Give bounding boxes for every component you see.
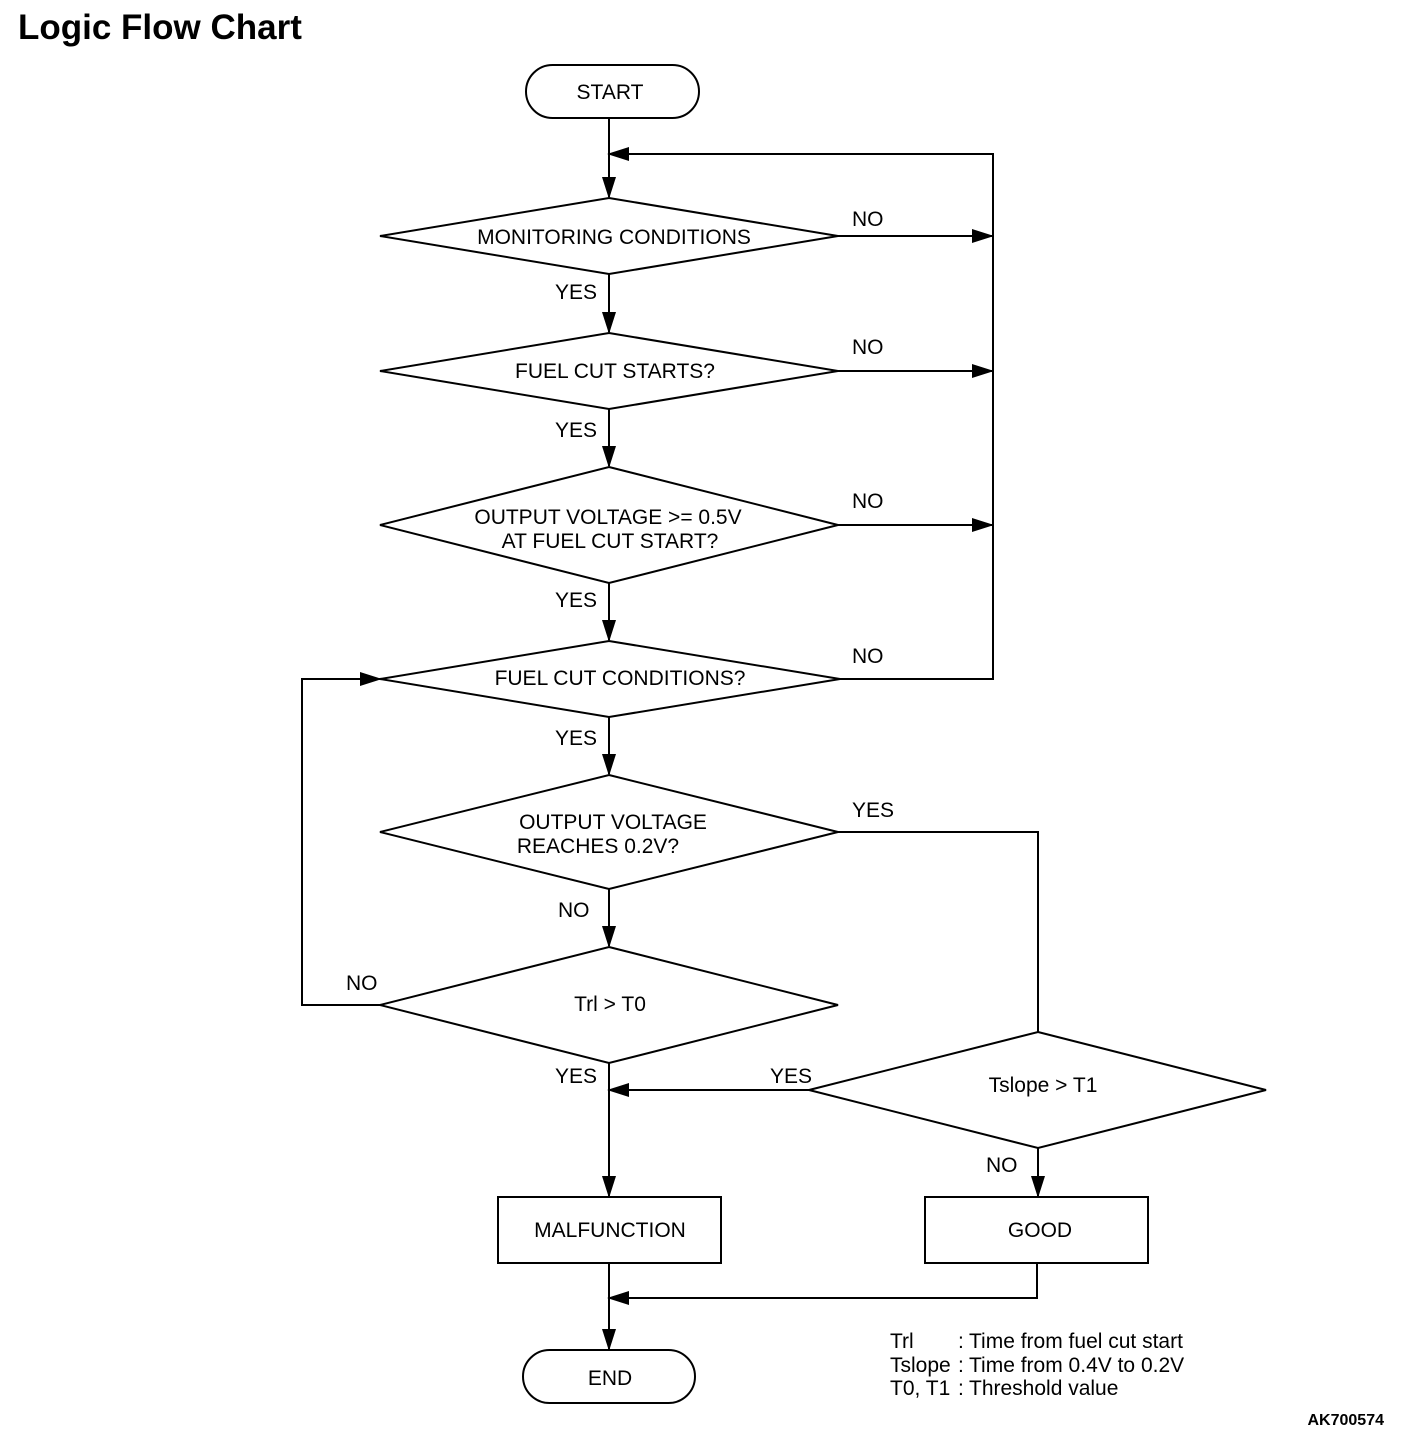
decision-monitoring-conditions: MONITORING CONDITIONS: [379, 196, 839, 276]
legend-separator: :: [958, 1377, 964, 1400]
figure-id: AK700574: [1307, 1412, 1385, 1429]
d7-no-label: NO: [986, 1154, 1018, 1177]
legend-term: Trl: [890, 1330, 914, 1353]
trl-t0-label: Trl > T0: [574, 993, 646, 1016]
reaches-02-line1: OUTPUT VOLTAGE: [519, 811, 707, 834]
d2-yes-label: YES: [555, 419, 597, 442]
d5-yes-label: YES: [852, 799, 894, 822]
legend: Trl : Time from fuel cut start Tslope : …: [890, 1330, 1184, 1400]
end-terminal: END: [522, 1349, 696, 1404]
monitoring-label: MONITORING CONDITIONS: [477, 226, 751, 249]
d7-yes-label: YES: [770, 1065, 812, 1088]
decision-output-voltage-0-5v: OUTPUT VOLTAGE >= 0.5V AT FUEL CUT START…: [379, 465, 839, 585]
d2-no-label: NO: [852, 336, 884, 359]
legend-description: Time from fuel cut start: [969, 1330, 1183, 1353]
d4-no-label: NO: [852, 645, 884, 668]
decision-reaches-0-2v: OUTPUT VOLTAGE REACHES 0.2V?: [379, 773, 839, 891]
connector-d6-no-loop: [301, 672, 382, 1006]
good-label: GOOD: [1008, 1219, 1072, 1242]
d6-no-label: NO: [346, 972, 378, 995]
output-voltage-05-line1: OUTPUT VOLTAGE >= 0.5V: [474, 506, 741, 529]
fuel-cut-starts-label: FUEL CUT STARTS?: [515, 360, 715, 383]
reaches-02-line2: REACHES 0.2V?: [517, 835, 679, 858]
legend-description: Time from 0.4V to 0.2V: [969, 1354, 1184, 1377]
decision-tslope-gt-t1: Tslope > T1: [808, 1030, 1267, 1150]
malfunction-box: MALFUNCTION: [497, 1196, 722, 1264]
good-box: GOOD: [924, 1196, 1149, 1264]
malfunction-label: MALFUNCTION: [534, 1219, 686, 1242]
connector-good-end: [607, 1263, 1038, 1305]
legend-separator: :: [958, 1354, 964, 1377]
legend-description: Threshold value: [969, 1377, 1118, 1400]
connector-d5-yes: [838, 831, 1039, 1032]
d3-yes-label: YES: [555, 589, 597, 612]
page-title: Logic Flow Chart: [18, 8, 302, 47]
d6-yes-label: YES: [555, 1065, 597, 1088]
decision-trl-gt-t0: Trl > T0: [379, 945, 839, 1065]
legend-term: T0, T1: [890, 1377, 950, 1400]
legend-term: Tslope: [890, 1354, 951, 1377]
start-label: START: [577, 81, 644, 104]
d1-yes-label: YES: [555, 281, 597, 304]
start-terminal: START: [525, 64, 700, 119]
d5-no-label: NO: [558, 899, 590, 922]
output-voltage-05-line2: AT FUEL CUT START?: [502, 530, 719, 553]
d3-no-label: NO: [852, 490, 884, 513]
connector-return-loop: [607, 147, 994, 680]
fuel-cut-conditions-label: FUEL CUT CONDITIONS?: [495, 667, 746, 690]
end-label: END: [588, 1367, 632, 1390]
d1-no-label: NO: [852, 208, 884, 231]
d4-yes-label: YES: [555, 727, 597, 750]
decision-fuel-cut-starts: FUEL CUT STARTS?: [379, 331, 839, 411]
decision-fuel-cut-conditions: FUEL CUT CONDITIONS?: [379, 639, 841, 719]
legend-separator: :: [958, 1330, 964, 1353]
tslope-t1-label: Tslope > T1: [989, 1074, 1098, 1097]
